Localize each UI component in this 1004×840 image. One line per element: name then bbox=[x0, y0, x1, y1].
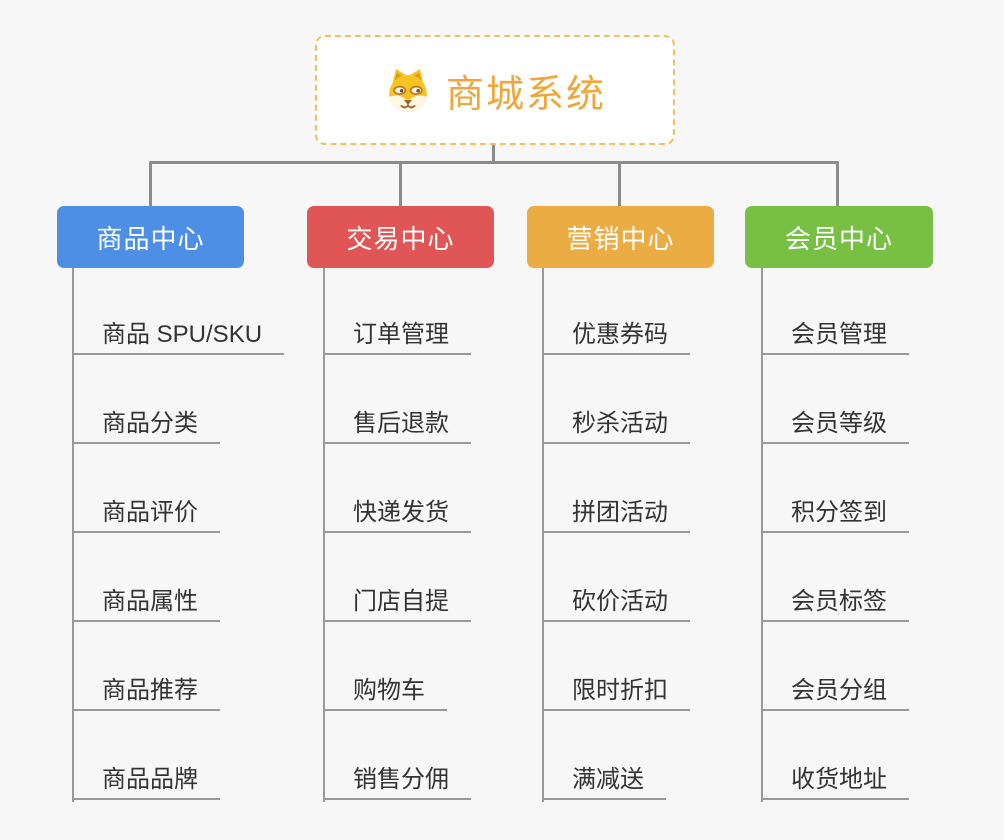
branch-label: 会员中心 bbox=[784, 223, 893, 254]
leaf-node[interactable]: 会员管理 bbox=[761, 319, 909, 355]
connector-branch-stub bbox=[399, 162, 402, 207]
connector-column-line bbox=[323, 268, 325, 802]
branch-label: 商品中心 bbox=[96, 223, 205, 254]
leaf-node[interactable]: 会员分组 bbox=[761, 675, 909, 711]
root-title: 商城系统 bbox=[445, 73, 606, 116]
branch-label: 营销中心 bbox=[566, 223, 675, 254]
leaf-node[interactable]: 限时折扣 bbox=[542, 675, 690, 711]
branch-node-member-center[interactable]: 会员中心 bbox=[745, 206, 933, 268]
root-node[interactable]: 商城系统 bbox=[315, 35, 675, 145]
leaf-node[interactable]: 购物车 bbox=[323, 675, 447, 711]
branch-node-product-center[interactable]: 商品中心 bbox=[57, 206, 244, 268]
branch-node-marketing-center[interactable]: 营销中心 bbox=[527, 206, 714, 268]
branch-label: 交易中心 bbox=[346, 223, 455, 254]
leaf-node[interactable]: 满减送 bbox=[542, 764, 666, 800]
connector-horizontal-line bbox=[149, 161, 839, 164]
leaf-node[interactable]: 商品评价 bbox=[72, 497, 220, 533]
leaf-node[interactable]: 收货地址 bbox=[761, 764, 909, 800]
leaf-node[interactable]: 售后退款 bbox=[323, 408, 471, 444]
leaf-node[interactable]: 优惠券码 bbox=[542, 319, 690, 355]
leaf-node[interactable]: 快递发货 bbox=[323, 497, 471, 533]
connector-branch-stub bbox=[618, 162, 621, 207]
leaf-node[interactable]: 会员等级 bbox=[761, 408, 909, 444]
connector-root-stub bbox=[492, 144, 495, 163]
leaf-node[interactable]: 商品 SPU/SKU bbox=[72, 319, 285, 355]
leaf-node[interactable]: 商品属性 bbox=[72, 586, 220, 622]
connector-column-line bbox=[761, 268, 763, 802]
leaf-node[interactable]: 商品推荐 bbox=[72, 675, 220, 711]
leaf-node[interactable]: 销售分佣 bbox=[323, 764, 471, 800]
leaf-node[interactable]: 订单管理 bbox=[323, 319, 471, 355]
connector-branch-stub bbox=[836, 162, 839, 207]
branch-node-trade-center[interactable]: 交易中心 bbox=[307, 206, 494, 268]
leaf-node[interactable]: 门店自提 bbox=[323, 586, 471, 622]
leaf-node[interactable]: 会员标签 bbox=[761, 586, 909, 622]
dog-face-icon bbox=[389, 69, 427, 113]
leaf-node[interactable]: 积分签到 bbox=[761, 497, 909, 533]
leaf-node[interactable]: 商品品牌 bbox=[72, 764, 220, 800]
connector-branch-stub bbox=[149, 162, 152, 207]
connector-column-line bbox=[542, 268, 544, 802]
leaf-node[interactable]: 砍价活动 bbox=[542, 586, 690, 622]
connector-column-line bbox=[72, 268, 74, 802]
leaf-node[interactable]: 秒杀活动 bbox=[542, 408, 690, 444]
leaf-node[interactable]: 拼团活动 bbox=[542, 497, 690, 533]
leaf-node[interactable]: 商品分类 bbox=[72, 408, 220, 444]
